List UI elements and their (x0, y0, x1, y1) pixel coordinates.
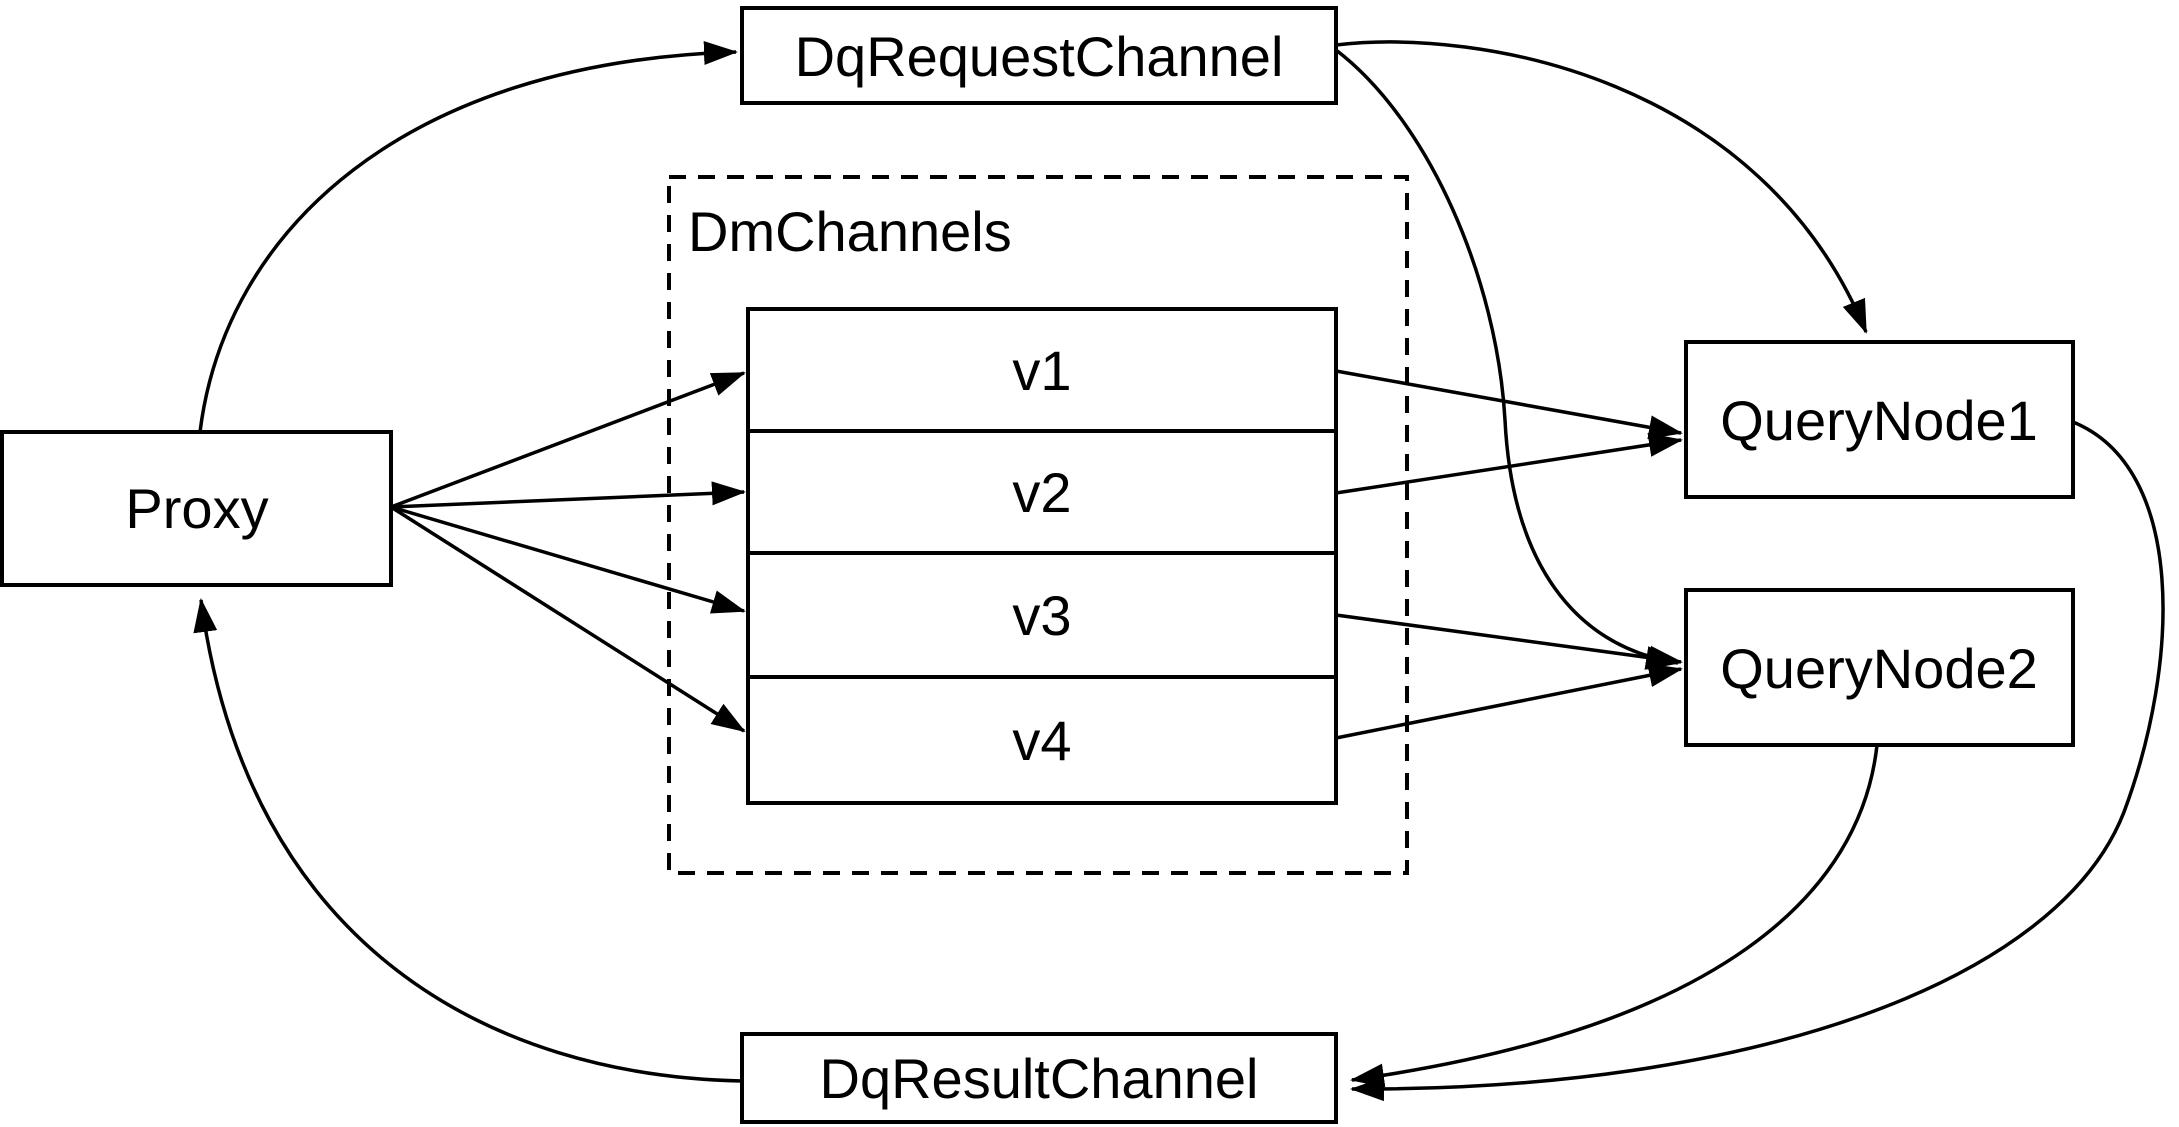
edges (193, 40, 2165, 1102)
edge-proxy-to-v4 (390, 505, 746, 733)
channel-v3-label: v3 (1012, 584, 1071, 647)
edge-proxy-to-v2 (390, 481, 746, 509)
edge-proxy-to-v1 (390, 371, 746, 509)
channel-v2-label: v2 (1012, 461, 1071, 524)
query-node-1-border (1684, 340, 2075, 499)
channel-stack-border (746, 307, 1338, 805)
channel-stack: v1 v2 v3 v4 (746, 307, 1338, 805)
proxy-node-label: Proxy (125, 477, 268, 540)
edge-v4-to-query-node-2 (1335, 663, 1683, 740)
dq-result-channel-node: DqResultChannel (740, 1032, 1338, 1124)
edge-proxy-to-dq-request-channel (198, 40, 738, 433)
edge-proxy-to-v3 (390, 505, 746, 614)
query-node-2-label: QueryNode2 (1720, 637, 2038, 700)
channel-v4-label: v4 (1012, 709, 1071, 772)
query-node-1-label: QueryNode1 (1720, 389, 2038, 452)
edge-dq-request-channel-to-query-node-1 (1335, 40, 1868, 334)
dm-channels-group-label: DmChannels (688, 200, 1012, 263)
channel-v1-label: v1 (1012, 339, 1071, 402)
edge-dq-request-channel-to-query-node-2 (1334, 48, 1680, 670)
dq-request-channel-border (740, 6, 1338, 105)
edge-query-node-2-to-dq-result-channel (1350, 744, 1879, 1088)
proxy-node: Proxy (0, 430, 393, 587)
dq-request-channel-label: DqRequestChannel (795, 25, 1284, 88)
dm-channels-group: DmChannels v1 v2 v3 v4 (667, 175, 1409, 875)
query-node-1: QueryNode1 (1684, 340, 2075, 499)
proxy-node-border (0, 430, 393, 587)
edge-v3-to-query-node-2 (1335, 613, 1683, 670)
dq-result-channel-label: DqResultChannel (820, 1047, 1259, 1110)
query-node-2: QueryNode2 (1684, 588, 2075, 747)
edge-v1-to-query-node-1 (1335, 369, 1683, 440)
query-node-2-border (1684, 588, 2075, 747)
dm-channels-group-border (667, 175, 1409, 875)
edge-query-node-1-to-dq-result-channel (1350, 420, 2165, 1102)
edge-dq-result-channel-to-proxy (193, 598, 743, 1083)
dq-result-channel-border (740, 1032, 1338, 1124)
dq-request-channel-node: DqRequestChannel (740, 6, 1338, 105)
